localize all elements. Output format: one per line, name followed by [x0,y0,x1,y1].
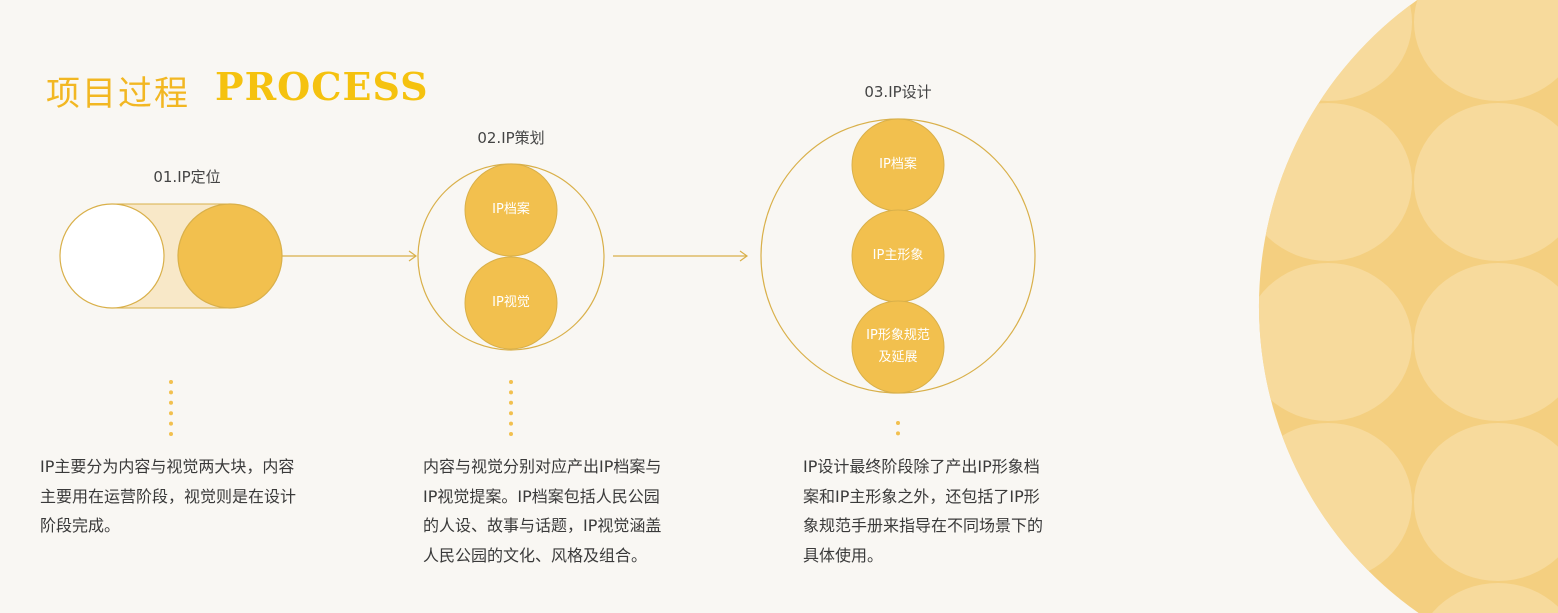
connector-dot [509,421,513,426]
stage2-item-visual: IP视觉 [492,295,530,310]
stage2-description: 内容与视觉分别对应产出IP档案与 IP视觉提案。IP档案包括人民公园 的人设、故… [423,452,723,570]
arrow-2 [613,250,749,262]
desc-line: 象规范手册来指导在不同场景下的 [803,516,1044,535]
title-en: PROCESS [215,64,429,109]
stage3-circle [760,118,1036,394]
desc-line: IP主要分为内容与视觉两大块，内容 [40,457,295,476]
desc-line: IP设计最终阶段除了产出IP形象档 [803,457,1040,476]
connector-dot [509,380,513,384]
stage2-label: 02.IP策划 [477,129,545,147]
connector-dot [169,380,173,384]
stage3-item-guidelines: IP形象规范 及延展 [866,325,930,369]
stage3-item-archive: IP档案 [879,157,917,172]
connector-dot [169,421,173,426]
stage3-item-guidelines-line2: 及延展 [878,350,918,365]
connector-dot [509,390,513,395]
desc-line: 人民公园的文化、风格及组合。 [423,545,648,565]
stage1-description: IP主要分为内容与视觉两大块，内容 主要用在运营阶段，视觉则是在设计 阶段完成。 [40,452,340,541]
desc-line: 具体使用。 [803,545,884,565]
connector-dot [169,411,173,416]
connector-dot [509,411,513,416]
stage2-item-archive: IP档案 [492,202,530,217]
desc-line: 主要用在运营阶段，视觉则是在设计 [40,486,297,506]
stage3-label: 03.IP设计 [864,83,932,101]
connector-dot [896,431,900,436]
stage2-circle [417,163,605,351]
desc-line: 的人设、故事与话题，IP视觉涵盖 [423,516,662,535]
stage3-item-main-image: IP主形象 [872,248,924,263]
connector-dot [169,390,173,395]
connector-dot [509,432,513,436]
connector-dots [169,380,900,436]
pattern-ellipses [1258,0,1558,613]
stage1-pill [59,203,283,309]
desc-line: 内容与视觉分别对应产出IP档案与 [423,457,662,476]
desc-line: 案和IP主形象之外，还包括了IP形 [803,486,1040,506]
title-cn: 项目过程 [46,74,190,114]
stage3-item-guidelines-line1: IP形象规范 [866,328,930,343]
connector-dot [896,421,900,425]
desc-line: IP视觉提案。IP档案包括人民公园 [423,486,660,506]
connector-dot [169,432,173,436]
stage3-description: IP设计最终阶段除了产出IP形象档 案和IP主形象之外，还包括了IP形 象规范手… [803,452,1103,570]
decorative-pattern-circle [1258,0,1558,613]
connector-dot [169,400,173,405]
stage1-label: 01.IP定位 [153,168,221,186]
arrow-1 [282,250,418,262]
connector-dot [509,400,513,405]
desc-line: 阶段完成。 [40,516,121,535]
